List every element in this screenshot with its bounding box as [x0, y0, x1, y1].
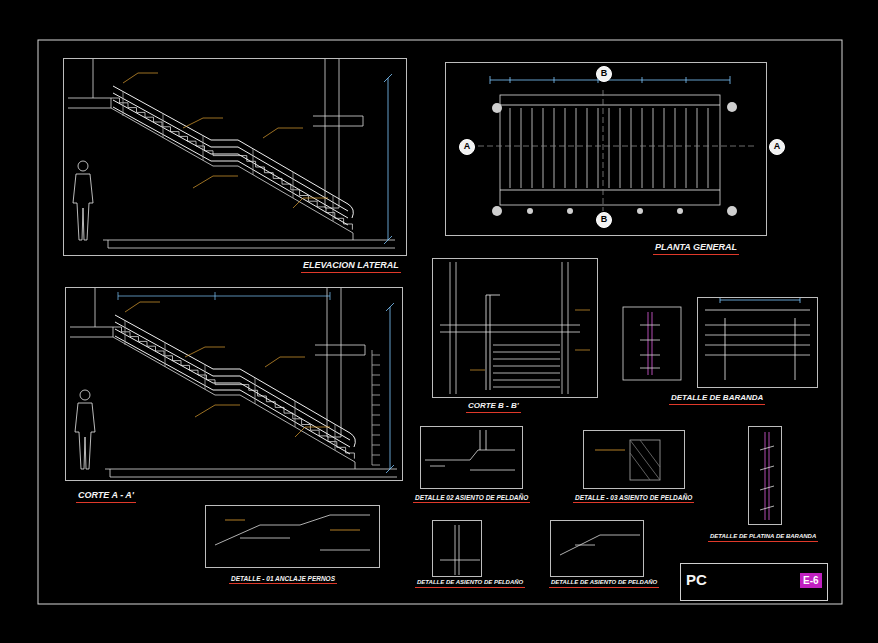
view-title: DETALLE DE PLATINA DE BARANDA: [708, 533, 818, 542]
plan-drawing: [478, 76, 755, 216]
section-marker: B: [596, 66, 612, 82]
drawing-panel: CORTE B - B': [432, 258, 598, 398]
railing-detail-drawing: [623, 297, 810, 380]
step-details-drawing: [215, 430, 774, 575]
view-title: DETALLE 02 ASIENTO DE PELDAÑO: [413, 494, 530, 503]
marker-letter: B: [601, 215, 608, 225]
view-title: CORTE A - A': [76, 491, 136, 503]
drawing-panel: DETALLE - 03 ASIENTO DE PELDAÑO: [583, 430, 685, 489]
drawing-panel: CORTE A - A': [65, 287, 403, 481]
view-title: DETALLE - 03 ASIENTO DE PELDAÑO: [573, 494, 694, 503]
stair-section: [70, 287, 397, 477]
section-marker: A: [459, 139, 475, 155]
view-title: DETALLE DE ASIENTO DE PELDAÑO: [549, 579, 659, 588]
company-logo: PC: [686, 572, 707, 589]
marker-letter: A: [464, 142, 471, 152]
view-title: DETALLE - 01 ANCLAJE PERNOS: [229, 575, 337, 584]
view-title: DETALLE DE ASIENTO DE PELDAÑO: [415, 579, 525, 588]
drawing-panel: ELEVACION LATERAL: [63, 58, 407, 256]
view-title: ELEVACION LATERAL: [301, 261, 401, 273]
view-title: PLANTA GENERAL: [653, 243, 739, 255]
stair-elevation: [68, 58, 395, 248]
drawing-panel: DETALLE DE BARANDA: [697, 297, 818, 388]
drawing-panel: PLANTA GENERALAABB: [445, 62, 767, 236]
drawing-panel: DETALLE DE ASIENTO DE PELDAÑO: [550, 520, 644, 577]
sheet-frame: [38, 40, 842, 604]
level-ticks: [118, 292, 380, 465]
drawing-panel: DETALLE 02 ASIENTO DE PELDAÑO: [420, 426, 523, 489]
view-title: CORTE B - B': [466, 402, 521, 413]
sheet-number: E-6: [800, 573, 822, 588]
title-block: PC E-6: [680, 563, 828, 601]
section-b-drawing: [440, 262, 590, 394]
drawing-panel: DETALLE - 01 ANCLAJE PERNOS: [205, 505, 380, 568]
drawing-panel: DETALLE DE ASIENTO DE PELDAÑO: [432, 520, 482, 577]
drawing-panel: DETALLE DE PLATINA DE BARANDA: [748, 426, 782, 525]
section-marker: A: [769, 139, 785, 155]
marker-letter: A: [774, 142, 781, 152]
marker-letter: B: [601, 69, 608, 79]
view-title: DETALLE DE BARANDA: [669, 394, 765, 405]
section-marker: B: [596, 212, 612, 228]
